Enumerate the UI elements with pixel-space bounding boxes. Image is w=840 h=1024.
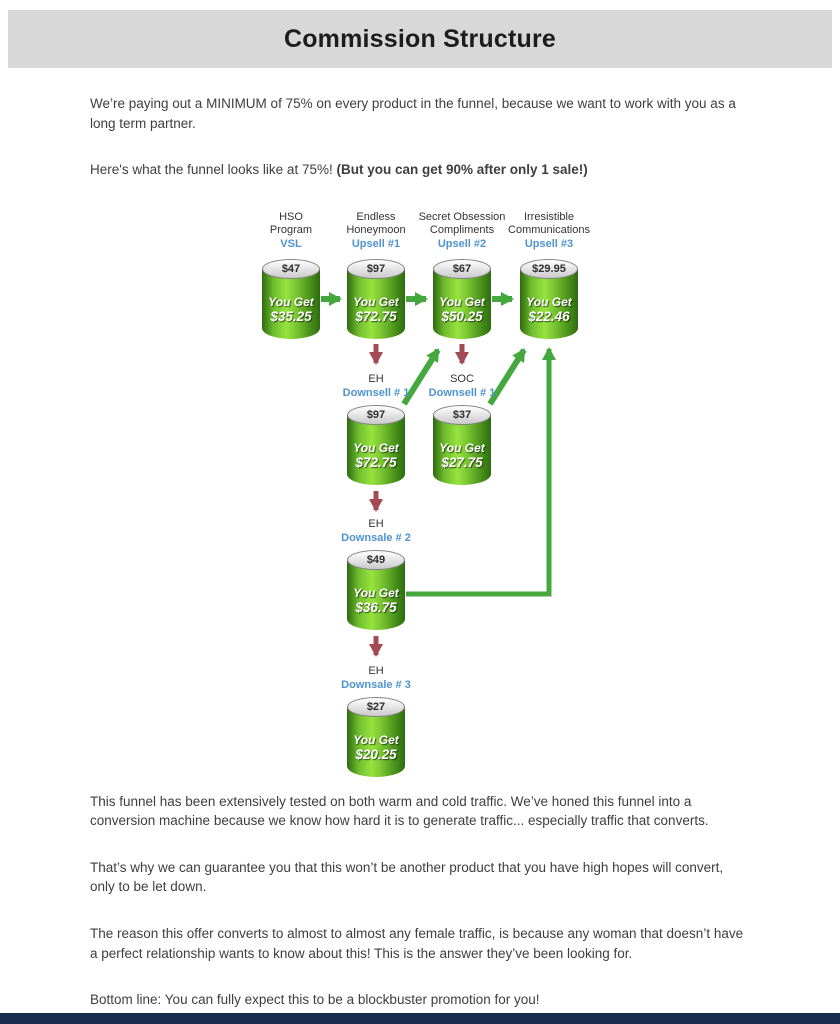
outro-section: This funnel has been extensively tested … [0,792,840,1010]
price-cap: $97 [347,258,405,279]
product-label-vsl: HSO Program VSL [231,211,351,251]
you-get-label: You Get [526,295,572,310]
product-label-eh-downsale2: EH Downsale # 2 [316,518,436,545]
product-cylinder-soc-downsell1: $37 You Get $27.75 [433,404,491,485]
product-cylinder-eh-downsale2: $49 You Get $36.75 [347,549,405,630]
you-get-label: You Get [268,295,314,310]
footer-bar [0,1013,840,1024]
you-get-amount: $27.75 [441,455,483,471]
you-get-label: You Get [439,441,485,456]
you-get-amount: $20.25 [355,747,397,763]
price: $47 [281,262,301,275]
product-name: HSO Program [269,210,313,236]
page-title: Commission Structure [283,24,557,53]
you-get-label: You Get [439,295,485,310]
arrow-downsell1-to-upsell2 [401,347,441,406]
product-tag: Downsell # 1 [342,386,410,399]
product-name: Endless Honeymoon [346,210,406,236]
price-cap: $37 [433,404,491,425]
you-get-amount: $72.75 [355,455,397,471]
funnel-diagram: HSO Program VSL $47 You Get $35.25 Endle… [0,207,840,792]
you-get-amount: $35.25 [270,309,312,325]
product-name: SOC [450,372,474,385]
you-get-amount: $72.75 [355,309,397,325]
price: $97 [366,262,386,275]
product-label-upsell3: Irresistible Communications Upsell #3 [489,211,609,251]
price: $49 [366,553,386,566]
product-cylinder-eh-downsale3: $27 You Get $20.25 [347,696,405,777]
cylinder-body: You Get $22.46 [520,268,578,339]
outro-paragraph-3: The reason this offer converts to almost… [90,925,744,961]
you-get-label: You Get [353,441,399,456]
price: $37 [452,408,472,421]
you-get-label: You Get [353,295,399,310]
price-cap: $27 [347,696,405,717]
cylinder-body: You Get $35.25 [262,268,320,339]
arrow-downsale2-to-upsell3 [406,346,556,597]
price: $29.95 [532,262,566,275]
cylinder-body: You Get $50.25 [433,268,491,339]
intro-paragraph-1: We’re paying out a MINIMUM of 75% on eve… [90,96,736,131]
product-name: Irresistible Communications [508,210,590,236]
price-cap: $47 [262,258,320,279]
product-label-eh-downsale3: EH Downsale # 3 [316,665,436,692]
product-cylinder-eh-downsell1: $97 You Get $72.75 [347,404,405,485]
product-tag: VSL [280,237,302,250]
intro-paragraph-2-bold: (But you can get 90% after only 1 sale!) [336,162,588,178]
price: $67 [452,262,472,275]
intro-paragraph-2-text: Here's what the funnel looks like at 75%… [90,162,337,178]
price-cap: $67 [433,258,491,279]
product-cylinder-upsell3: $29.95 You Get $22.46 [520,258,578,339]
product-label-eh-downsell1: EH Downsell # 1 [316,373,436,400]
product-cylinder-upsell2: $67 You Get $50.25 [433,258,491,339]
product-tag: Downsell # 1 [428,386,496,399]
header-banner: Commission Structure [8,10,832,68]
product-tag: Upsell #2 [437,237,487,250]
arrow-soc-downsell1-to-upsell3 [487,347,527,406]
product-tag: Upsell #1 [351,237,401,250]
cylinder-body: You Get $72.75 [347,414,405,485]
product-name: EH [368,372,384,385]
price: $27 [366,700,386,713]
you-get-amount: $50.25 [441,309,483,325]
price-cap: $97 [347,404,405,425]
product-tag: Upsell #3 [524,237,574,250]
product-name: EH [368,664,384,677]
you-get-label: You Get [353,733,399,748]
product-tag: Downsale # 3 [341,678,411,691]
price-cap: $29.95 [520,258,578,279]
outro-paragraph-2: That’s why we can guarantee you that thi… [90,859,724,895]
cylinder-body: You Get $20.25 [347,706,405,777]
product-label-soc-downsell1: SOC Downsell # 1 [402,373,522,400]
you-get-amount: $22.46 [528,309,570,325]
price: $97 [366,408,386,421]
product-name: EH [368,517,384,530]
you-get-label: You Get [353,586,399,601]
product-cylinder-vsl: $47 You Get $35.25 [262,258,320,339]
cylinder-body: You Get $36.75 [347,559,405,630]
funnel-arrows [321,291,556,657]
price-cap: $49 [347,549,405,570]
intro-section: We’re paying out a MINIMUM of 75% on eve… [0,68,840,180]
cylinder-body: You Get $27.75 [433,414,491,485]
you-get-amount: $36.75 [355,600,397,616]
product-name: Secret Obsession Compliments [418,210,506,236]
product-label-upsell1: Endless Honeymoon Upsell #1 [316,211,436,251]
product-tag: Downsale # 2 [341,531,411,544]
cylinder-body: You Get $72.75 [347,268,405,339]
product-cylinder-upsell1: $97 You Get $72.75 [347,258,405,339]
outro-paragraph-4: Bottom line: You can fully expect this t… [90,992,540,1008]
product-label-upsell2: Secret Obsession Compliments Upsell #2 [402,211,522,251]
outro-paragraph-1: This funnel has been extensively tested … [90,793,709,829]
intro-paragraph-2: Here's what the funnel looks like at 75%… [90,160,750,180]
